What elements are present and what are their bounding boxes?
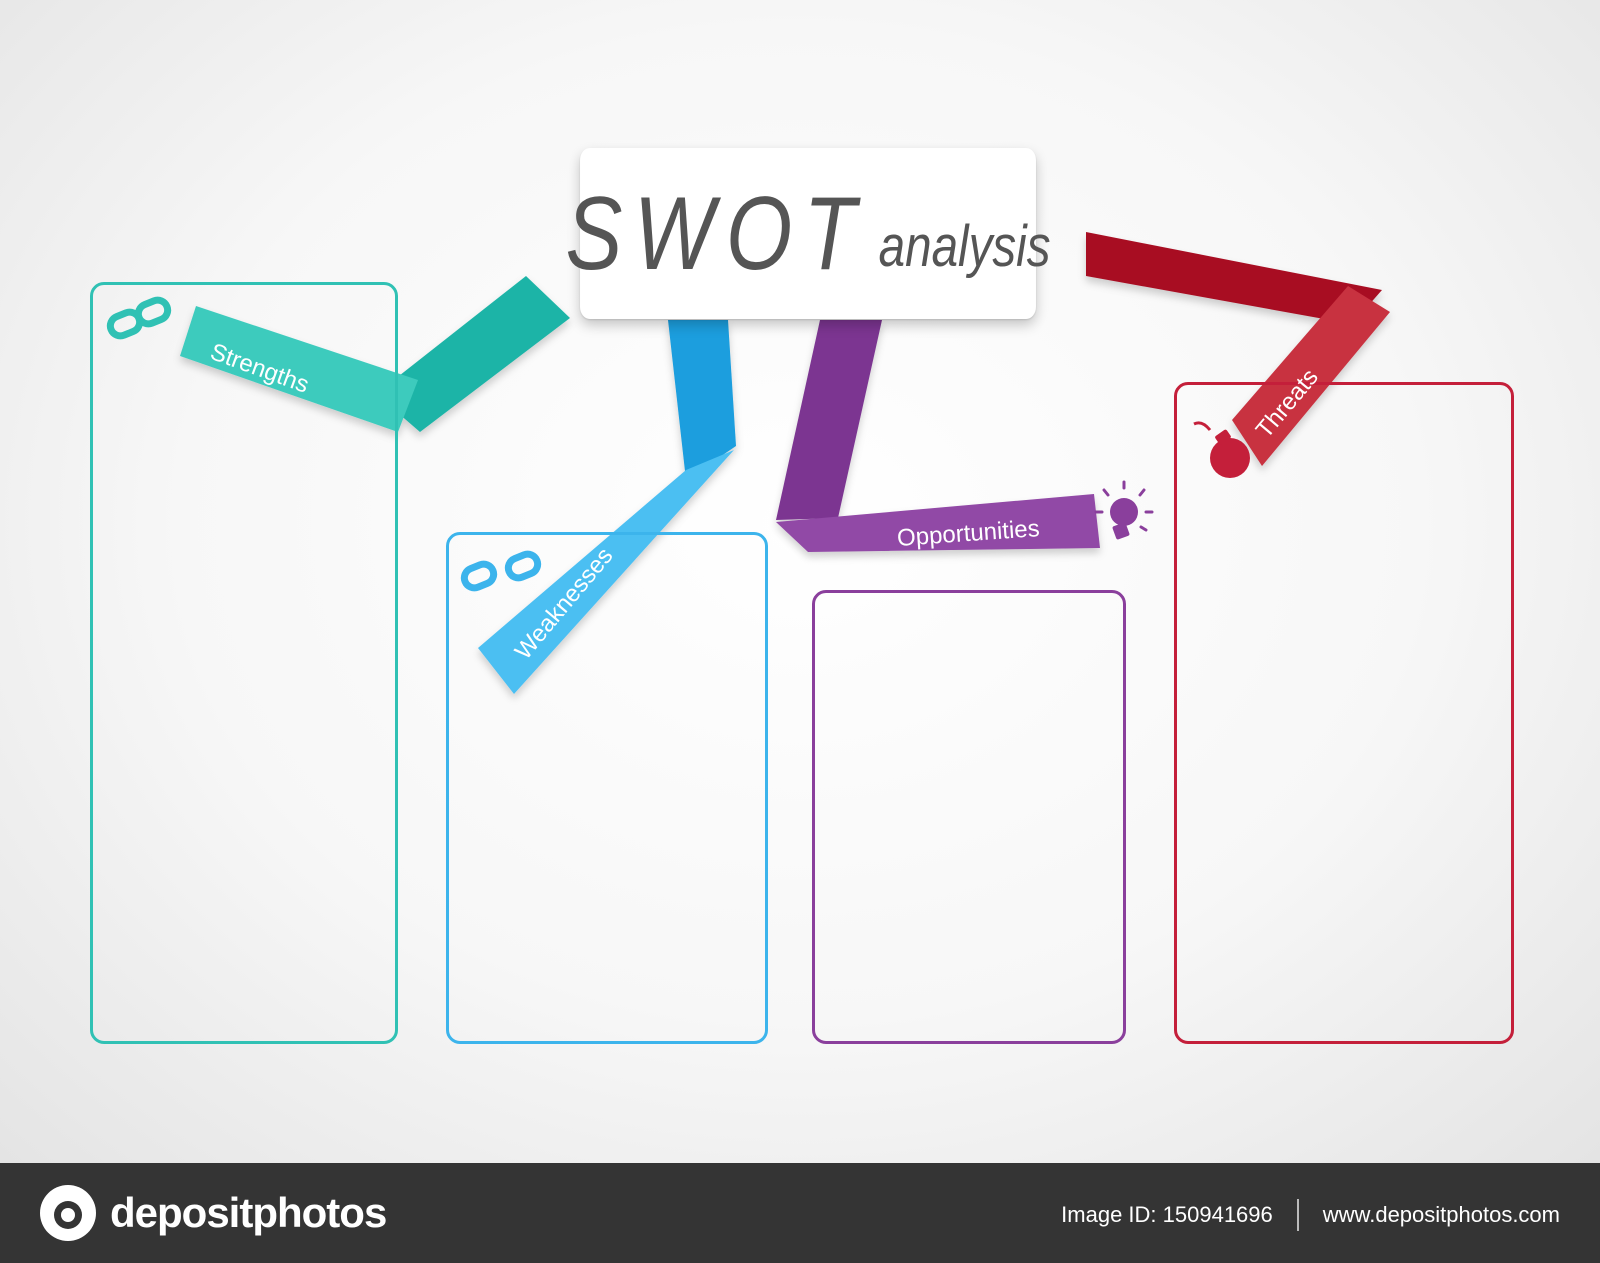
title-card: SWOT analysis [565,148,1051,319]
title-sub: analysis [878,213,1051,279]
lightbulb-icon [1094,480,1154,540]
weaknesses-ribbon [478,320,736,694]
opportunities-box[interactable] [812,590,1126,1044]
strengths-box[interactable] [90,282,398,1044]
bomb-icon [1193,421,1250,478]
strengths-ribbon [180,276,570,432]
footer-divider [1296,1199,1299,1231]
threats-box[interactable] [1174,382,1514,1044]
chain-link-icon [106,296,172,340]
site-url: www.depositphotos.com [1322,1202,1560,1227]
watermark-footer: depositphotos Image ID: 150941696 www.de… [0,1163,1600,1263]
weaknesses-box[interactable] [446,532,768,1044]
threats-ribbon [1086,232,1390,466]
opportunities-ribbon [776,320,1100,552]
image-id: Image ID: 150941696 [1061,1202,1273,1227]
footer-meta: Image ID: 150941696 www.depositphotos.co… [1061,1199,1560,1231]
camera-logo-icon [40,1185,96,1241]
swot-canvas: SWOT analysis Strengths Weaknesses Oppor… [0,0,1600,1163]
logo-text: depositphotos [110,1189,387,1236]
depositphotos-logo: depositphotos [38,1183,387,1243]
ribbons-layer [106,232,1390,694]
broken-chain-icon [460,550,542,592]
title-main: SWOT [565,175,868,292]
